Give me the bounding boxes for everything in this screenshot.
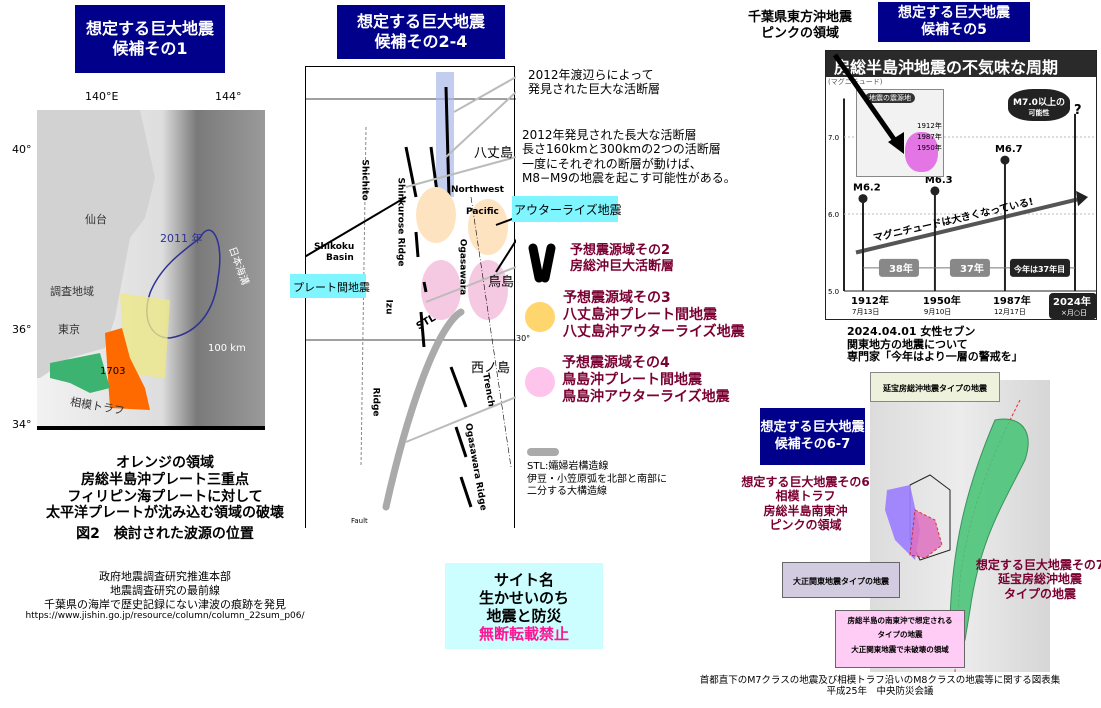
- title-candidate-5: 想定する巨大地震 候補その5: [878, 2, 1030, 42]
- outer-rise-label: アウターライズ地震: [512, 196, 622, 222]
- lat-36-label: 36°: [12, 323, 32, 336]
- event-point: [1000, 155, 1010, 165]
- panel67-source: 首都直下のM7クラスの地震及び相模トラフ沿いのM8クラスの地震等に関する図表集 …: [699, 675, 1061, 698]
- pink-area: [905, 132, 938, 172]
- survey-area-label: 調査地域: [50, 285, 94, 298]
- m7-callout: M7.0以上の 可能性: [1008, 89, 1070, 121]
- fault-label: Fault: [351, 517, 368, 525]
- interval-label: 37年: [960, 262, 984, 275]
- tokyo-label: 東京: [58, 323, 80, 336]
- event-date-label: 7月13日: [852, 308, 879, 316]
- inset-year-1950: 1950年: [917, 144, 942, 152]
- quake-7-label: 想定する巨大地震その7 延宝房総沖地震 タイプの地震: [975, 558, 1101, 601]
- y-tick-label: 7.0: [828, 134, 839, 142]
- lat-34-label: 34°: [12, 418, 32, 431]
- future-year-label: 2024年: [1053, 295, 1091, 308]
- event-year-label: 1987年: [993, 294, 1031, 307]
- lat-30-label: 30°: [516, 334, 531, 343]
- magnitude-cycle-chart: 房総半島沖地震の不気味な周期 (マグニチュード) 5.06.07.0M6.219…: [825, 50, 1097, 320]
- ogasawara-label: Ogasawara: [457, 238, 468, 296]
- year-1703-label: 1703: [100, 366, 126, 377]
- scale-label: 100 km: [208, 343, 246, 354]
- quake-6-label: 想定する巨大地震その6 相模トラフ 房総半島南東沖 ピンクの領域: [741, 475, 870, 533]
- inset-title: 地震の震源地: [865, 93, 915, 103]
- panel1-source: 政府地震調査研究推進本部 地震調査研究の最前線 千葉県の海岸で歴史記録にない津波…: [0, 570, 330, 623]
- enpo-type-box: 延宝房総沖地震タイプの地震: [870, 372, 1000, 402]
- year-2011-label: 2011 年: [160, 232, 203, 245]
- basin-label: Basin: [326, 253, 354, 263]
- title-candidate-2-4: 想定する巨大地震 候補その2-4: [337, 5, 505, 59]
- question-mark: ?: [1074, 103, 1082, 118]
- shichito-label: Shichito: [359, 159, 370, 201]
- note-2012-watanabe: 2012年渡辺らによって 発見された巨大な活断層: [528, 68, 661, 97]
- event-year-label: 1912年: [851, 294, 889, 307]
- event-date-label: 12月17日: [994, 308, 1026, 316]
- future-date-label: ×月○日: [1061, 309, 1087, 317]
- event-year-label: 1950年: [923, 294, 961, 307]
- interval-badge: [949, 258, 990, 277]
- event-point: [930, 186, 940, 196]
- inset-year-1987: 1987年: [917, 133, 942, 141]
- title-candidate-6-7: 想定する巨大地震 候補その6-7: [760, 408, 865, 465]
- map-boso-triple-junction: 140°E 144° 40° 36° 34° 仙台 2011 年 日本海溝 調査…: [10, 88, 275, 438]
- chiba-pointer-arrow: [830, 50, 910, 164]
- ridge-label: Ridge: [370, 387, 381, 417]
- pacific-label: Pacific: [466, 207, 499, 217]
- y-tick-label: 6.0: [828, 211, 839, 219]
- northwest-label: Northwest: [451, 185, 504, 195]
- sendai-label: 仙台: [85, 213, 107, 226]
- map-svg: [37, 110, 265, 430]
- panel1-caption: オレンジの領域 房総半島沖プレート三重点 フィリピン海プレートに対して 太平洋プ…: [0, 455, 330, 543]
- stl-legend: STL:孀婦岩構造線 伊豆・小笠原弧を北部と南部に 二分する大構造線: [527, 448, 667, 499]
- nishinoshima-label: 西ノ島: [471, 361, 511, 376]
- title-candidate-1: 想定する巨大地震 候補その1: [75, 5, 225, 73]
- shikoku-label: Shikoku: [314, 242, 355, 252]
- hachijo-label: 八丈島: [474, 146, 514, 161]
- lat-40-label: 40°: [12, 143, 32, 156]
- taisho-type-box: 大正関東地震タイプの地震: [782, 562, 900, 598]
- note-2012-faults: 2012年発見された長大な活断層 長さ160kmと300kmの2つの活断層 一度…: [522, 128, 736, 186]
- trend-arrowhead: [1076, 190, 1088, 207]
- pink-type-box: 房総半島の南東沖で想定される タイプの地震 大正関東地震で未破壊の領域: [835, 610, 965, 668]
- pink-circle-icon: [525, 367, 555, 397]
- source-url[interactable]: https://www.jishin.go.jp/resource/column…: [25, 611, 305, 622]
- lon-140-label: 140°E: [85, 90, 119, 103]
- site-box: サイト名 生かせいのち 地震と防災 無断転載禁止: [445, 563, 603, 649]
- chiba-pointer-label: 千葉県東方沖地震 ピンクの領域: [747, 10, 852, 41]
- interval-label: 38年: [889, 262, 913, 275]
- torishima-label: 鳥島: [488, 275, 515, 290]
- event-magnitude-label: M6.3: [925, 175, 953, 186]
- interval-label: 今年は37年目: [1013, 264, 1065, 274]
- trend-arrow: [855, 196, 1082, 255]
- y-tick-label: 5.0: [828, 288, 839, 296]
- event-point: [858, 194, 868, 204]
- inset-year-1912: 1912年: [917, 122, 942, 130]
- chart-title: 房総半島沖地震の不気味な周期: [826, 51, 1096, 77]
- fault-symbol-icon: [528, 243, 556, 283]
- interval-badge: [1009, 258, 1070, 277]
- event-magnitude-label: M6.7: [995, 144, 1023, 155]
- orange-circle-icon: [525, 302, 555, 332]
- chart-plot: 5.06.07.0M6.21912年7月13日M6.31950年9月10日M6.…: [828, 98, 1097, 319]
- map-svg: [286, 72, 532, 511]
- izu-label: Izu: [383, 299, 394, 315]
- interval-badge: [878, 258, 919, 277]
- event-magnitude-label: M6.2: [853, 183, 881, 194]
- shinkurose-label: Shinkurose Ridge: [395, 177, 406, 267]
- map-izu-ogasawara: Shikoku Basin Shichito Shinkurose Ridge …: [286, 66, 532, 528]
- map-svg: [885, 399, 1029, 673]
- future-date-badge: [1049, 293, 1097, 319]
- figure-caption: 図2 検討された波源の位置: [76, 526, 254, 543]
- stl-swatch: [527, 448, 559, 456]
- no-reproduction-notice: 無断転載禁止: [478, 625, 569, 643]
- lon-144-label: 144°: [215, 90, 242, 103]
- article-note: 2024.04.01 女性セブン 関東地方の地震について 専門家「今年はより一層…: [847, 325, 1023, 364]
- event-date-label: 9月10日: [924, 308, 951, 316]
- interplate-label: プレート間地震: [290, 274, 370, 298]
